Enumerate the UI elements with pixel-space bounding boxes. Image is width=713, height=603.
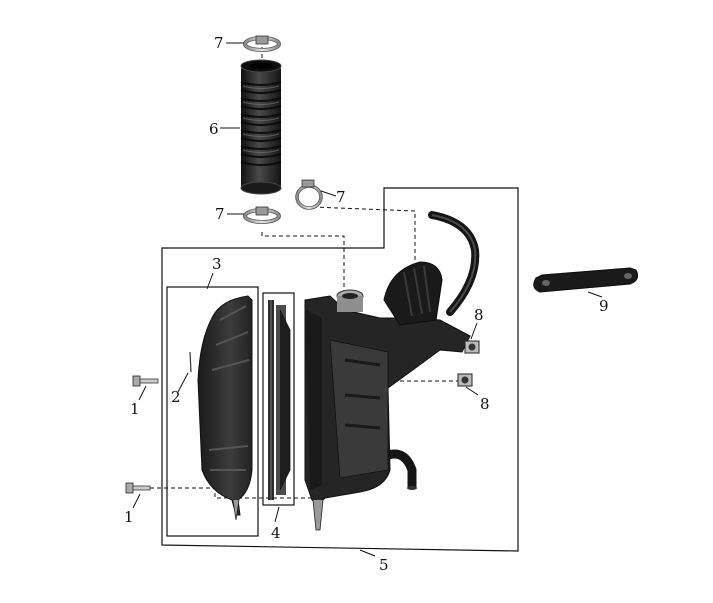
bolt-upper bbox=[132, 375, 159, 387]
callout-1-upper: 1 bbox=[130, 400, 140, 418]
callout-3: 3 bbox=[212, 255, 222, 273]
air-filter-element bbox=[268, 300, 291, 500]
bolt-lower bbox=[125, 482, 151, 494]
assembly-outline-4 bbox=[262, 292, 295, 506]
air-box-housing bbox=[304, 211, 480, 531]
assembly-outline-3 bbox=[166, 286, 259, 537]
mounting-bracket bbox=[533, 267, 638, 293]
clip-nut-upper bbox=[464, 340, 480, 354]
cover-seal-strip bbox=[189, 351, 192, 373]
hose-clamp-top bbox=[243, 35, 281, 52]
callout-1-lower: 1 bbox=[124, 508, 134, 526]
callout-7-top: 7 bbox=[214, 34, 224, 52]
callout-8-lower: 8 bbox=[480, 395, 490, 413]
air-box-cover bbox=[197, 295, 253, 521]
clip-nut-lower bbox=[457, 373, 473, 387]
intake-hose bbox=[240, 59, 282, 195]
callout-7-bottom: 7 bbox=[215, 205, 225, 223]
assembly-outline-5 bbox=[161, 187, 519, 552]
callout-5: 5 bbox=[379, 556, 389, 574]
leader-lines bbox=[132, 42, 603, 557]
hose-clamp-side bbox=[295, 179, 323, 210]
callout-7-side: 7 bbox=[336, 188, 346, 206]
hose-clamp-bottom bbox=[243, 206, 281, 224]
callout-4: 4 bbox=[271, 524, 281, 542]
callout-labels: 7 6 7 7 3 2 1 1 4 5 8 8 9 bbox=[124, 34, 609, 574]
callout-9: 9 bbox=[599, 297, 609, 315]
callout-6: 6 bbox=[209, 120, 219, 138]
callout-8-upper: 8 bbox=[474, 306, 484, 324]
callout-2: 2 bbox=[171, 388, 181, 406]
